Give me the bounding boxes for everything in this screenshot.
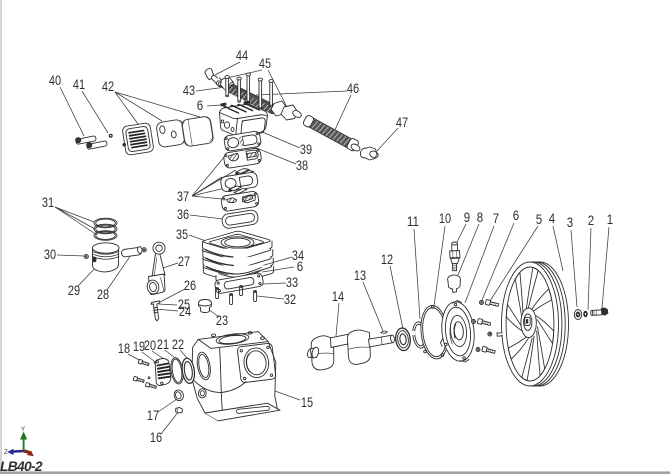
svg-text:18: 18 bbox=[118, 341, 130, 356]
svg-text:11: 11 bbox=[407, 214, 419, 229]
svg-text:46: 46 bbox=[347, 81, 359, 96]
svg-text:24: 24 bbox=[179, 304, 192, 319]
svg-text:44: 44 bbox=[236, 48, 249, 63]
svg-text:4: 4 bbox=[549, 211, 556, 226]
svg-text:6: 6 bbox=[513, 208, 519, 223]
svg-text:25: 25 bbox=[178, 297, 190, 312]
svg-text:Y: Y bbox=[21, 427, 25, 433]
svg-text:38: 38 bbox=[296, 158, 308, 173]
svg-text:40: 40 bbox=[49, 73, 61, 88]
svg-text:8: 8 bbox=[477, 210, 483, 225]
svg-text:20: 20 bbox=[144, 338, 156, 353]
svg-text:32: 32 bbox=[284, 292, 296, 307]
svg-text:41: 41 bbox=[73, 77, 85, 92]
svg-text:43: 43 bbox=[183, 83, 195, 98]
svg-text:6: 6 bbox=[197, 98, 203, 113]
svg-text:2: 2 bbox=[588, 213, 594, 228]
svg-text:6: 6 bbox=[297, 259, 303, 274]
svg-text:19: 19 bbox=[133, 339, 145, 354]
svg-text:27: 27 bbox=[178, 254, 190, 269]
svg-text:37: 37 bbox=[177, 189, 189, 204]
svg-text:47: 47 bbox=[396, 115, 408, 130]
svg-text:22: 22 bbox=[172, 337, 184, 352]
svg-text:29: 29 bbox=[68, 283, 80, 298]
svg-text:12: 12 bbox=[381, 252, 393, 267]
svg-text:15: 15 bbox=[301, 395, 313, 410]
svg-text:36: 36 bbox=[177, 207, 189, 222]
svg-text:31: 31 bbox=[42, 195, 54, 210]
svg-text:3: 3 bbox=[567, 215, 573, 230]
svg-text:13: 13 bbox=[354, 268, 366, 283]
svg-text:7: 7 bbox=[493, 211, 499, 226]
svg-text:Z: Z bbox=[4, 450, 8, 456]
svg-text:23: 23 bbox=[216, 313, 228, 328]
svg-text:42: 42 bbox=[102, 79, 114, 94]
svg-text:35: 35 bbox=[176, 227, 188, 242]
svg-text:16: 16 bbox=[150, 430, 162, 445]
svg-text:10: 10 bbox=[439, 211, 451, 226]
svg-text:45: 45 bbox=[259, 56, 271, 71]
svg-text:9: 9 bbox=[464, 210, 470, 225]
svg-text:21: 21 bbox=[157, 337, 169, 352]
svg-text:39: 39 bbox=[300, 142, 312, 157]
svg-text:26: 26 bbox=[184, 278, 196, 293]
svg-text:LB40-2: LB40-2 bbox=[0, 459, 43, 474]
svg-text:34: 34 bbox=[292, 248, 305, 263]
svg-text:28: 28 bbox=[97, 287, 109, 302]
svg-text:30: 30 bbox=[44, 247, 56, 262]
svg-text:14: 14 bbox=[332, 289, 345, 304]
svg-text:5: 5 bbox=[536, 212, 542, 227]
svg-text:1: 1 bbox=[607, 212, 613, 227]
svg-text:17: 17 bbox=[147, 408, 159, 423]
svg-text:33: 33 bbox=[286, 275, 298, 290]
